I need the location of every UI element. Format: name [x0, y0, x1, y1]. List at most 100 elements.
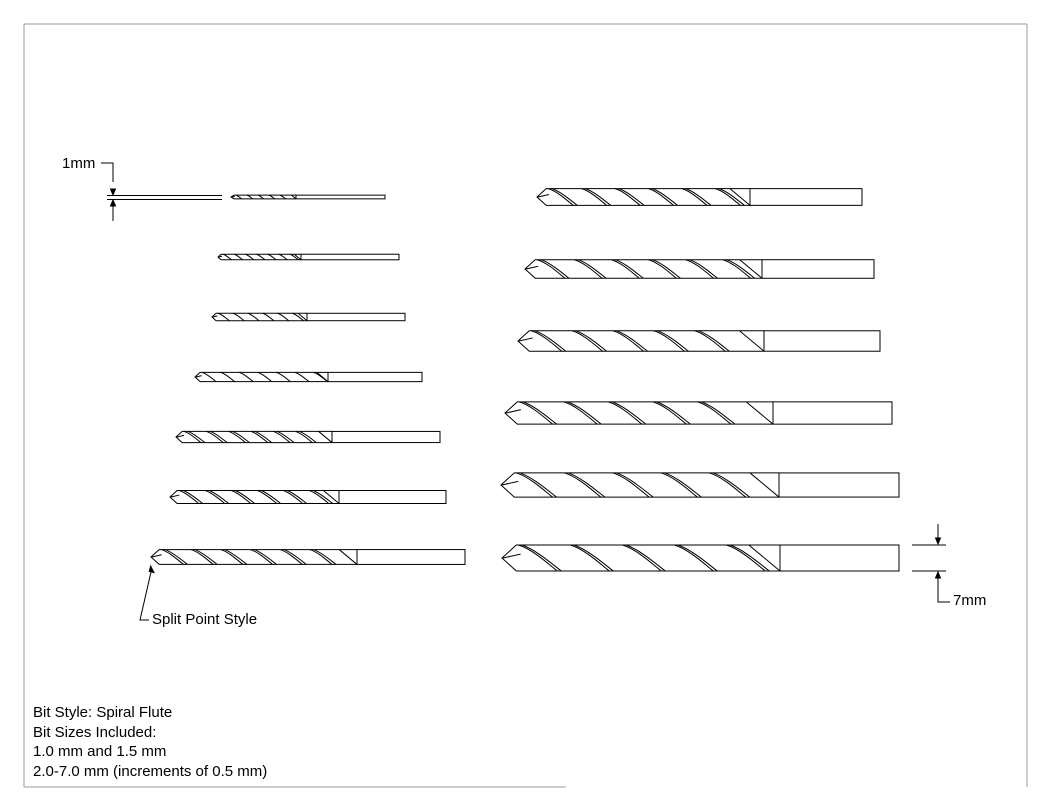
bit-flute-line: [652, 188, 678, 206]
bit-flute-line: [257, 371, 273, 383]
bit-flute-line: [279, 194, 286, 200]
bit-flute-line: [520, 472, 557, 498]
bit-flute-line: [618, 188, 645, 206]
bit-flute-line: [292, 312, 304, 322]
bit-flute-line: [294, 371, 310, 383]
bit-flute-line: [660, 472, 698, 498]
bit-flute-line: [232, 312, 245, 322]
dimension-7mm: [912, 524, 950, 603]
split-point-leader: [139, 564, 155, 621]
bit-shank: [778, 472, 900, 498]
callout-label-split-point: Split Point Style: [152, 611, 258, 628]
bit-flute-line: [652, 401, 687, 425]
bit-flute-line: [516, 472, 553, 498]
bit-shank: [300, 253, 400, 261]
bit-flute-line: [612, 330, 644, 352]
bit-flute-line: [254, 549, 277, 565]
bit-flute-runout: [316, 371, 329, 383]
bit-flute-body: [501, 544, 780, 572]
bit-flute-line: [234, 253, 243, 261]
bit-flute-line: [313, 549, 337, 565]
bit-flute-line: [531, 330, 563, 352]
bit-flute-body: [536, 188, 750, 206]
drill-bit: [536, 188, 863, 206]
drill-bit: [517, 330, 881, 352]
note-bit-style: Bit Style: Spiral Flute: [33, 704, 173, 721]
note-sizes-heading: Bit Sizes Included:: [33, 723, 157, 741]
bit-flute-line: [616, 330, 648, 352]
bit-flute-line: [194, 549, 218, 565]
bit-flute-line: [578, 259, 607, 279]
bit-flute-line: [283, 549, 307, 565]
bit-flute-line: [567, 401, 602, 425]
bit-shank: [331, 430, 441, 444]
bit-flute-line: [697, 401, 732, 425]
bit-flute-line: [571, 330, 604, 352]
bit-flute-line: [268, 194, 275, 200]
bit-flute-runout: [749, 472, 780, 498]
note-sizes-line-1: 1.0 mm and 1.5 mm: [33, 743, 167, 760]
bit-flute-line: [260, 490, 281, 504]
bit-flute-line: [282, 490, 303, 504]
bit-split-point: [231, 195, 235, 198]
notes-block: Bit Style: Spiral Flute Bit Sizes Includ…: [33, 703, 267, 781]
bit-flute-line: [713, 472, 750, 498]
bit-flute-line: [178, 490, 199, 504]
bit-flute-line: [183, 430, 202, 443]
bit-flute-line: [309, 549, 333, 565]
bit-flute-runout: [338, 549, 358, 565]
bit-flute-line: [519, 401, 553, 425]
bit-flute-line: [182, 490, 203, 504]
bit-flute-runout: [739, 259, 763, 279]
note-sizes-line-2: 2.0-7.0 mm (increments of 0.5 mm): [33, 762, 268, 780]
bit-flute-line: [235, 194, 242, 200]
bit-flute-runout: [291, 194, 297, 200]
bit-flute-line: [722, 259, 752, 279]
bit-flute-line: [614, 188, 641, 206]
drill-bit: [175, 430, 441, 444]
dimension-1mm: [101, 162, 222, 221]
bit-flute-line: [313, 371, 328, 383]
bit-flute-line: [254, 430, 273, 443]
bit-flute-line: [208, 490, 229, 504]
bit-split-point: [151, 554, 162, 558]
bit-flute-line: [279, 549, 303, 565]
bit-flute-runout: [729, 188, 751, 206]
bit-split-point: [501, 480, 519, 486]
bit-flute-line: [518, 544, 558, 572]
bit-flute-runout: [318, 431, 333, 443]
bit-shank: [327, 371, 423, 383]
drill-bit: [230, 194, 386, 200]
bit-flute-line: [277, 430, 295, 443]
bit-flute-line: [537, 259, 566, 279]
bit-shank: [356, 549, 466, 565]
bit-flute-line: [552, 188, 578, 206]
drill-bit: [211, 312, 406, 322]
bit-flute-line: [250, 430, 269, 443]
dimension-label-7mm: 7mm: [953, 592, 987, 609]
bit-flute-line: [715, 188, 741, 206]
drill-bit: [504, 401, 893, 425]
bit-flute-line: [685, 259, 714, 279]
drawing-frame: [23, 23, 1028, 788]
bit-split-point: [176, 434, 185, 438]
bit-flute-line: [548, 188, 574, 206]
bit-shank: [761, 259, 875, 279]
bit-flute-line: [239, 371, 254, 383]
bit-flute-line: [220, 371, 235, 383]
bit-flute-line: [674, 544, 714, 572]
bit-flute-line: [256, 490, 277, 504]
bit-flute-line: [273, 430, 291, 443]
bit-flute-body: [169, 490, 339, 504]
bit-flute-line: [201, 371, 217, 383]
bit-flute-line: [656, 401, 691, 425]
bit-flute-line: [612, 401, 647, 425]
bit-flute-body: [175, 430, 332, 444]
bit-flute-line: [563, 401, 598, 425]
bit-shank: [772, 401, 893, 425]
bit-flute-line: [256, 253, 266, 261]
bit-flute-line: [648, 188, 674, 206]
bit-flute-line: [581, 188, 608, 206]
bit-flute-line: [698, 330, 730, 352]
drill-bit: [169, 490, 447, 504]
